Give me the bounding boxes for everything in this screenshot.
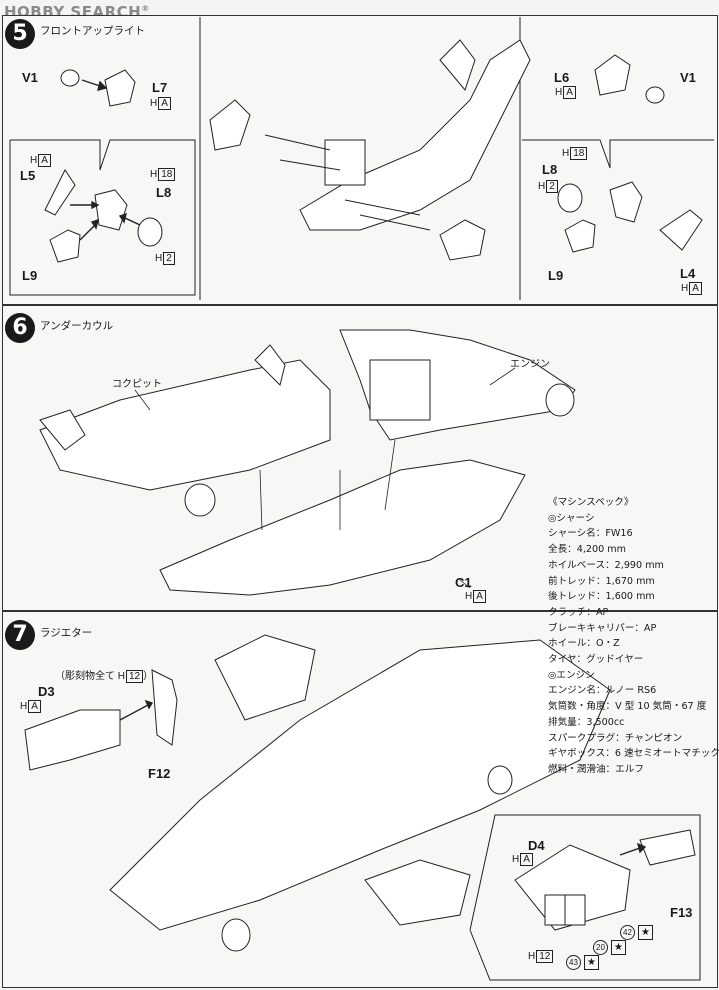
- spec-engine-line: エンジン名：ルノー RS6: [548, 685, 657, 697]
- step-6-badge: 6: [5, 313, 35, 343]
- spec-chassis-line: タイヤ：グッドイヤー: [548, 654, 644, 666]
- spec-engine-head: ◎エンジン: [548, 669, 595, 681]
- step-6-title: アンダーカウル: [40, 320, 114, 332]
- step7-car-body: [109, 634, 611, 952]
- part-l8-right: L8: [542, 162, 558, 177]
- step5-chassis: [209, 39, 531, 261]
- step6-undertray: [159, 459, 526, 596]
- step5-left-arrows: [70, 79, 141, 241]
- part-d4: D4: [528, 838, 545, 853]
- part-l8-left: L8: [156, 185, 172, 200]
- decal-43-marker: 43: [566, 955, 581, 970]
- step6-leader-lines: [134, 367, 516, 589]
- engine-label: エンジン: [510, 359, 550, 370]
- part-v1-left: V1: [22, 70, 38, 85]
- part-c1: C1: [455, 575, 472, 590]
- part-l7: L7: [152, 80, 168, 95]
- step-5-title: フロントアップライト: [40, 25, 145, 37]
- spec-engine-line: 燃料・潤滑油：エルフ: [548, 763, 644, 775]
- step7-detail-callout: [469, 814, 701, 981]
- part-l6: L6: [554, 70, 570, 85]
- spec-chassis-line: ブレーキキャリパー：AP: [548, 622, 657, 634]
- step5-right-parts: [557, 54, 703, 253]
- decal-20-marker: 20: [593, 940, 608, 955]
- part-l5: L5: [20, 168, 36, 183]
- spec-engine-line: 排気量：3,500cc: [548, 716, 625, 728]
- step6-cockpit: [39, 344, 331, 517]
- step-7-badge: 7: [5, 620, 35, 650]
- part-v1-right: V1: [680, 70, 696, 85]
- part-l9-right: L9: [548, 268, 564, 283]
- star-icon: ★: [584, 955, 599, 970]
- part-f12: F12: [148, 766, 171, 781]
- spec-chassis-line: シャーシ名：FW16: [548, 528, 633, 540]
- part-l9-left: L9: [22, 268, 38, 283]
- machine-spec: 《マシンスペック》 ◎シャーシ シャーシ名：FW16 全長：4,200 mm ホ…: [548, 495, 719, 778]
- part-l4: L4: [680, 266, 696, 281]
- step7-d4-parts: [514, 829, 696, 931]
- spec-engine-line: ギヤボックス：6 速セミオートマチック: [548, 748, 719, 760]
- step6-engine: [339, 329, 576, 441]
- step-7-title: ラジエター: [40, 627, 93, 639]
- spec-chassis-line: 全長：4,200 mm: [548, 544, 626, 556]
- cockpit-label: コクピット: [112, 379, 162, 390]
- spec-chassis-head: ◎シャーシ: [548, 512, 595, 524]
- spec-engine-line: スパークプラグ：チャンピオン: [548, 732, 683, 744]
- spec-chassis-line: 後トレッド：1,600 mm: [548, 591, 655, 603]
- step7-d3-radiator: [24, 669, 178, 771]
- spec-chassis-line: クラッチ：AP: [548, 606, 609, 618]
- spec-engine-line: 気筒数・角度：V 型 10 気筒・67 度: [548, 701, 707, 713]
- decal-42-marker: 42: [620, 925, 635, 940]
- step-5-badge: 5: [5, 19, 35, 49]
- step5-left-parts: [44, 69, 163, 263]
- step7-arrows: [119, 699, 647, 856]
- part-d3: D3: [38, 684, 55, 699]
- spec-chassis-line: 前トレッド：1,670 mm: [548, 575, 655, 587]
- star-icon: ★: [638, 925, 653, 940]
- spec-chassis-line: ホイルベース：2,990 mm: [548, 559, 664, 571]
- spec-title: 《マシンスペック》: [548, 497, 634, 508]
- logo-reg-mark: ®: [141, 4, 150, 13]
- star-icon: ★: [611, 940, 626, 955]
- part-f13: F13: [670, 905, 693, 920]
- spec-chassis-line: ホイール：O・Z: [548, 638, 620, 650]
